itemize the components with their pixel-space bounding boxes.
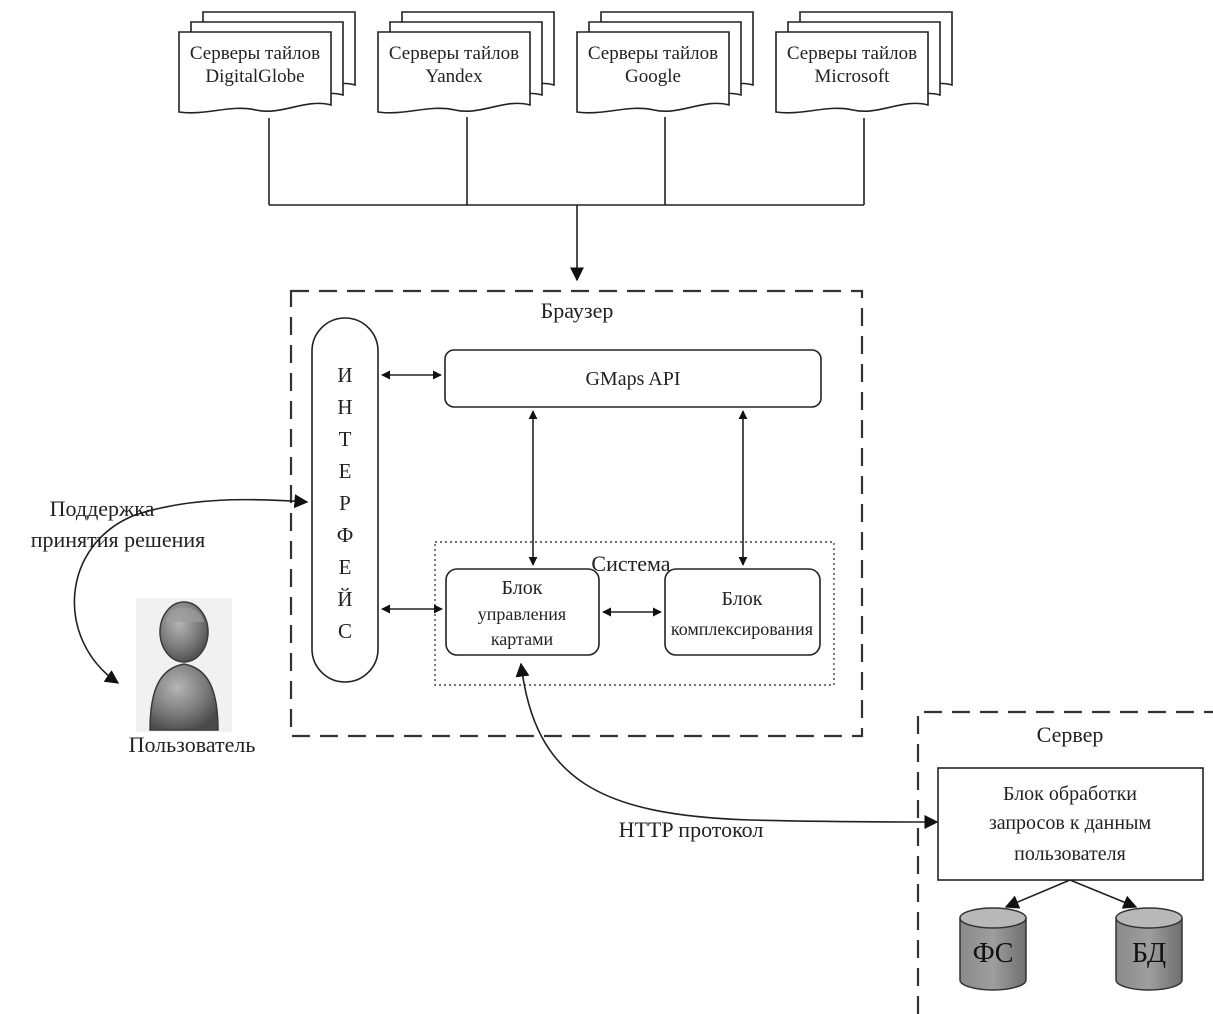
browser-label: Браузер bbox=[541, 298, 614, 323]
interface-letter: Р bbox=[339, 491, 351, 515]
tile-server-label-2: Microsoft bbox=[815, 66, 891, 87]
tile-server-label-2: Google bbox=[625, 66, 681, 87]
decision-support-label-2: принятия решения bbox=[31, 527, 206, 552]
tile-server-microsoft: Серверы тайлов Microsoft bbox=[775, 11, 953, 114]
tile-server-label-2: DigitalGlobe bbox=[205, 66, 304, 87]
gmaps-api-label: GMaps API bbox=[585, 368, 680, 390]
map-control-block bbox=[445, 568, 600, 656]
http-arrow bbox=[515, 662, 939, 829]
fs-label: ФС bbox=[973, 938, 1014, 969]
interface-letter: С bbox=[338, 619, 352, 643]
map-control-label-3: картами bbox=[491, 629, 554, 649]
gmaps-api-block bbox=[444, 349, 822, 408]
http-label: HTTP протокол bbox=[619, 817, 764, 842]
interface-letter: Е bbox=[339, 555, 352, 579]
fusion-block bbox=[664, 568, 821, 656]
fusion-label-2: комплексирования bbox=[671, 619, 813, 639]
server-label: Сервер bbox=[1037, 722, 1104, 747]
processing-fs-arrow bbox=[1004, 879, 1071, 909]
request-processing-label-2: запросов к данным bbox=[989, 812, 1152, 834]
decision-support-arrow bbox=[73, 494, 309, 684]
tile-server-google: Серверы тайлов Google bbox=[576, 11, 754, 114]
tile-server-digitalglobe: Серверы тайлов DigitalGlobe bbox=[178, 11, 356, 114]
server-boundary bbox=[916, 710, 1213, 1014]
db-label: БД bbox=[1132, 938, 1166, 969]
user-label: Пользователь bbox=[129, 732, 256, 757]
db-storage-cylinder: БД bbox=[1115, 907, 1183, 991]
interface-block bbox=[311, 317, 379, 683]
fs-storage-cylinder: ФС bbox=[959, 907, 1027, 991]
tile-server-label-1: Серверы тайлов bbox=[389, 43, 519, 64]
interface-letter: Е bbox=[339, 459, 352, 483]
tile-servers-bus bbox=[268, 117, 865, 282]
interface-letters: И Н Т Е Р Ф Е Й С bbox=[337, 363, 354, 643]
tile-server-label-1: Серверы тайлов bbox=[787, 43, 917, 64]
interface-letter: Т bbox=[339, 427, 352, 451]
tile-server-yandex: Серверы тайлов Yandex bbox=[377, 11, 555, 114]
system-label: Система bbox=[591, 551, 670, 576]
request-processing-label-3: пользователя bbox=[1014, 843, 1126, 865]
decision-support-label-1: Поддержка bbox=[50, 496, 155, 521]
tile-server-label-2: Yandex bbox=[425, 66, 483, 87]
interface-letter: Ф bbox=[337, 523, 354, 547]
tile-server-label-1: Серверы тайлов bbox=[190, 43, 320, 64]
request-processing-label-1: Блок обработки bbox=[1003, 783, 1137, 805]
interface-letter: И bbox=[337, 363, 352, 387]
user-icon bbox=[136, 598, 232, 732]
processing-db-arrow bbox=[1069, 879, 1138, 909]
interface-letter: Й bbox=[337, 587, 352, 611]
interface-letter: Н bbox=[337, 395, 352, 419]
map-control-label-1: Блок bbox=[502, 577, 543, 599]
map-control-label-2: управления bbox=[478, 604, 566, 624]
tile-server-label-1: Серверы тайлов bbox=[588, 43, 718, 64]
fusion-label-1: Блок bbox=[722, 588, 763, 610]
